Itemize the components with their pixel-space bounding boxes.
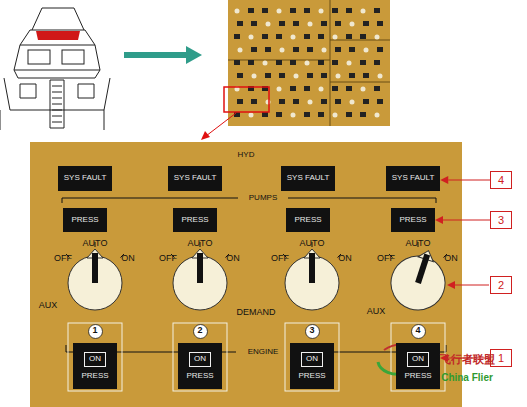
position-label: ON (121, 254, 135, 264)
fault-light: SYS FAULT (281, 166, 336, 191)
cockpit-sketch (0, 8, 110, 130)
callout-box: 2 (490, 276, 512, 294)
panel-title: HYD (238, 151, 255, 160)
position-label: OFF (271, 254, 289, 264)
mode-label: DEMAND (236, 308, 275, 318)
legend-text: ON (407, 352, 429, 367)
press-light: PRESS (173, 208, 217, 232)
pump-number: 2 (193, 324, 208, 339)
callout-number: 3 (498, 214, 504, 226)
watermark: China Flier (441, 372, 493, 383)
position-label: OFF (159, 254, 177, 264)
engine-pump-switch: ON PRESS (73, 343, 117, 389)
legend-text: SYS FAULT (392, 174, 435, 183)
legend-text: 1 (92, 326, 97, 336)
press-light: PRESS (63, 208, 107, 232)
position-label: AUTO (83, 239, 108, 249)
press-light: PRESS (391, 208, 435, 232)
legend-text: PRESS (71, 216, 98, 225)
legend-text: ON (84, 352, 106, 367)
legend-text: 4 (415, 326, 420, 336)
position-label: ON (444, 254, 458, 264)
green-arrow (124, 46, 202, 64)
watermark: 飞行者联盟 (440, 353, 495, 365)
position-label: OFF (54, 254, 72, 264)
callout-leader (447, 281, 489, 289)
position-label: OFF (377, 254, 395, 264)
leader-arrow (201, 113, 236, 140)
legend-text: SYS FAULT (64, 174, 107, 183)
button-frames (68, 323, 445, 391)
callout-number: 2 (498, 279, 504, 291)
panel-rules (62, 198, 446, 352)
callout-number: 4 (498, 174, 504, 186)
position-label: AUTO (188, 239, 213, 249)
pump-number: 1 (88, 324, 103, 339)
group-label: ENGINE (245, 348, 282, 357)
legend-text: PRESS (399, 216, 426, 225)
callout-box: 4 (490, 171, 512, 189)
pump-number: 3 (305, 324, 320, 339)
legend-text: PRESS (298, 372, 325, 381)
position-label: AUTO (300, 239, 325, 249)
mode-label: AUX (39, 301, 58, 311)
press-light: PRESS (286, 208, 330, 232)
engine-pump-switch: ON PRESS (290, 343, 334, 389)
group-label: PUMPS (246, 194, 280, 203)
overhead-panel-thumbnail (224, 0, 390, 126)
legend-text: PRESS (404, 372, 431, 381)
legend-text: PRESS (186, 372, 213, 381)
mode-label: AUX (367, 307, 386, 317)
fault-light: SYS FAULT (58, 166, 113, 191)
position-label: AUTO (406, 239, 431, 249)
legend-text: SYS FAULT (287, 174, 330, 183)
legend-text: ON (301, 352, 323, 367)
callout-arrow (440, 176, 490, 184)
panel-face (30, 142, 462, 407)
control-panel: HYD SYS FAULT SYS FAULT SYS FAULT SYS FAULT P… (30, 142, 462, 407)
callout-arrow (435, 216, 490, 224)
legend-text: PRESS (81, 372, 108, 381)
overhead-highlight (36, 31, 80, 40)
legend-text: SYS FAULT (174, 174, 217, 183)
pump-number: 4 (411, 324, 426, 339)
callout-number: 1 (498, 352, 504, 364)
engine-pump-switch: ON PRESS (178, 343, 222, 389)
pump-selectors (66, 242, 454, 317)
callout-box: 3 (490, 211, 512, 229)
legend-text: PRESS (294, 216, 321, 225)
legend-text: PRESS (181, 216, 208, 225)
position-label: ON (226, 254, 240, 264)
legend-text: 2 (197, 326, 202, 336)
engine-pump-switch: ON PRESS (396, 343, 440, 389)
legend-text: 3 (309, 326, 314, 336)
position-label: ON (338, 254, 352, 264)
fault-light: SYS FAULT (168, 166, 223, 191)
fault-light: SYS FAULT (386, 166, 441, 191)
legend-text: ON (189, 352, 211, 367)
